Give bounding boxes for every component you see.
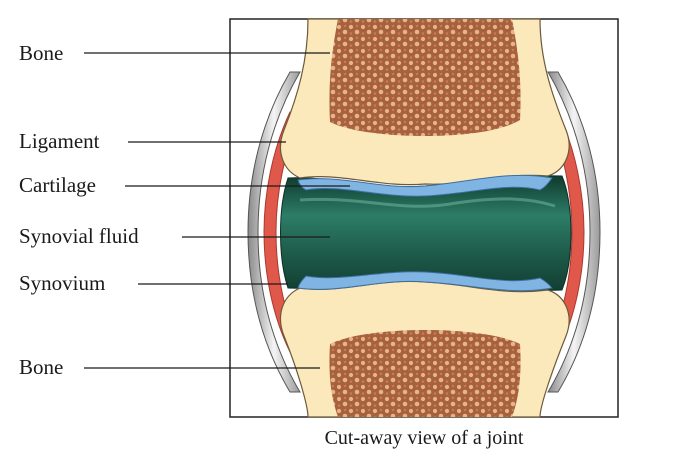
label-ligament: Ligament: [19, 129, 100, 153]
label-cartilage: Cartilage: [19, 173, 96, 197]
ligament-right: [547, 71, 601, 393]
label-synovial-fluid: Synovial fluid: [19, 224, 139, 248]
label-bone-top: Bone: [19, 41, 64, 65]
cartilage-top: [297, 174, 553, 197]
cartilage-bottom: [297, 271, 553, 292]
figure-caption: Cut-away view of a joint: [324, 427, 524, 449]
label-synovium: Synovium: [19, 271, 106, 295]
label-bone-bottom: Bone: [19, 355, 64, 379]
marrow-top: [329, 19, 521, 136]
ligament-left: [247, 71, 301, 393]
marrow-bottom: [329, 330, 521, 417]
fluid-highlight: [299, 197, 556, 208]
